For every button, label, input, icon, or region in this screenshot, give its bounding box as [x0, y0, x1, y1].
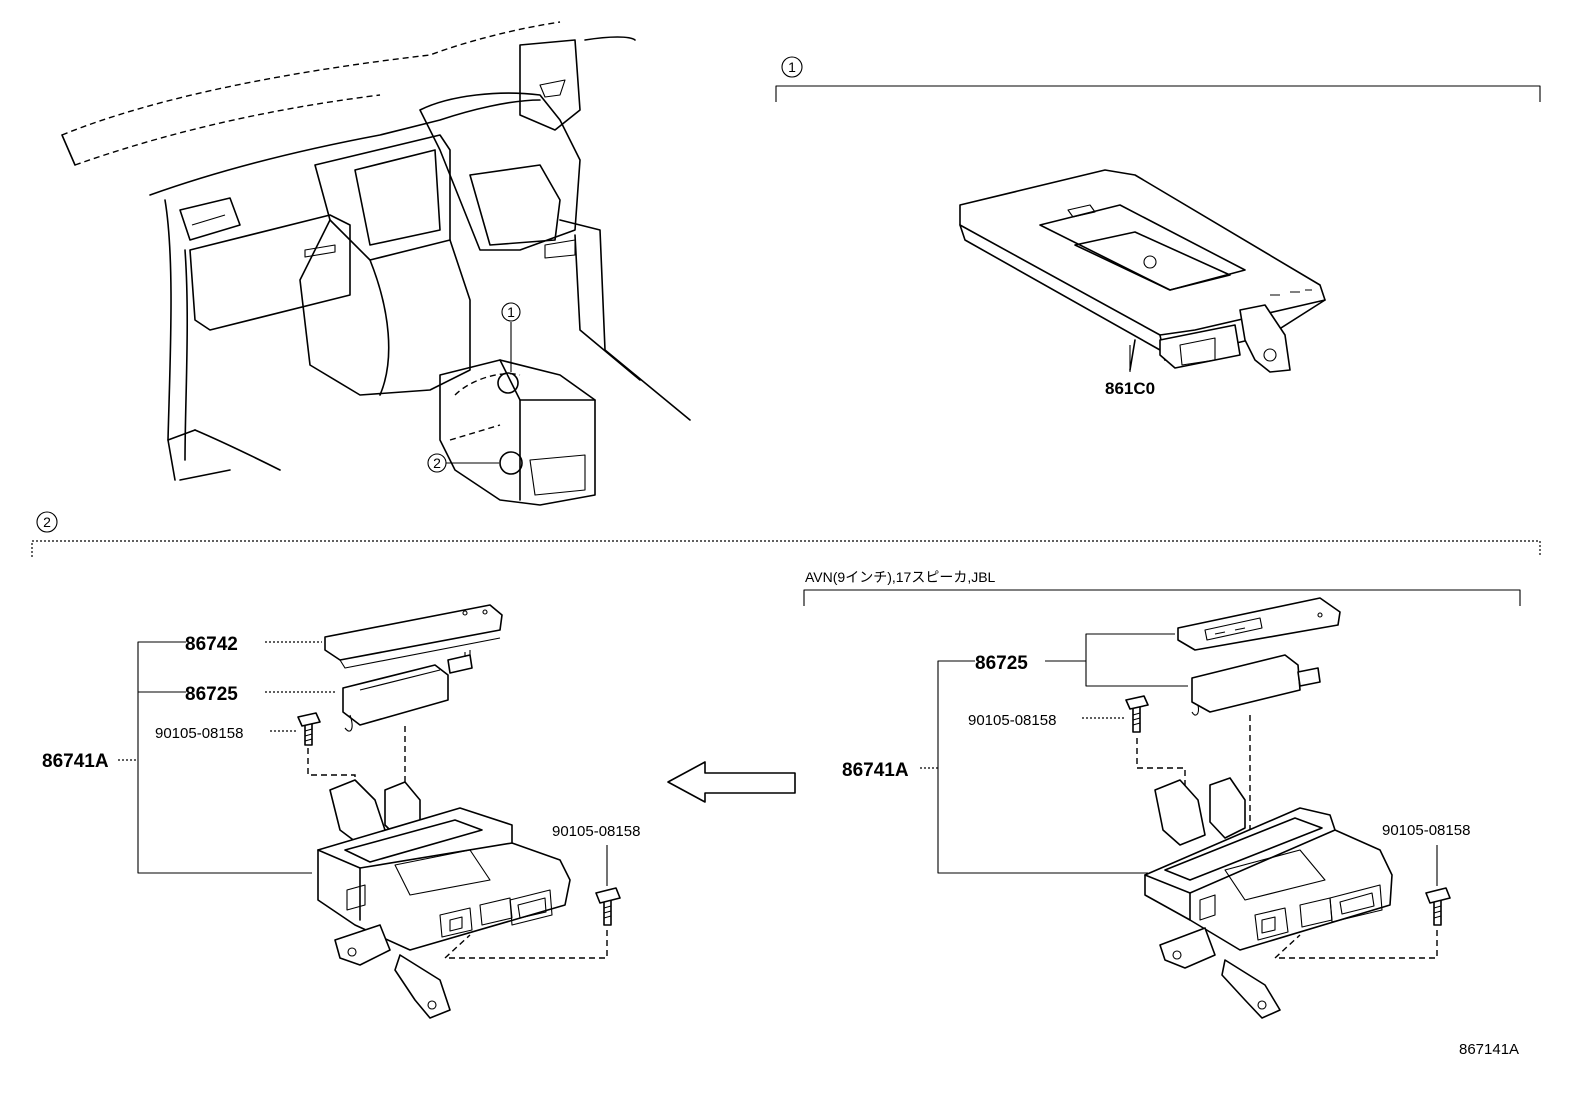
right-screw-upper — [1125, 695, 1149, 733]
direction-arrow — [667, 761, 796, 803]
part-number-861C0: 861C0 — [1105, 379, 1155, 398]
left-assembly: 86742 86725 90105-08158 86741A 90105-081… — [42, 604, 640, 1019]
right-variant-note: AVN(9インチ),17スピーカ,JBL — [805, 569, 996, 585]
overview-marker-1: 1 — [507, 304, 515, 320]
right-assembly: AVN(9インチ),17スピーカ,JBL 86725 90105-08158 8… — [803, 569, 1521, 1019]
left-screw-lower — [595, 887, 621, 926]
section-2-label: 2 — [43, 514, 51, 530]
illustration-code: 867141A — [1459, 1041, 1519, 1058]
right-part-86725-module — [1191, 654, 1321, 716]
left-part-90105-b: 90105-08158 — [552, 823, 640, 840]
right-part-90105-a: 90105-08158 — [968, 712, 1056, 729]
left-part-86741A-unit — [317, 779, 571, 1019]
left-part-86742: 86742 — [185, 634, 238, 655]
left-screw-upper — [297, 712, 321, 746]
right-part-86725: 86725 — [975, 653, 1028, 674]
overview-marker-2: 2 — [433, 455, 441, 471]
left-part-86742-plate — [324, 604, 503, 669]
left-part-86725: 86725 — [185, 684, 238, 705]
right-part-86741A: 86741A — [842, 760, 909, 781]
wireless-charger-861C0 — [959, 169, 1326, 373]
dashboard-overview-illustration: 1 2 — [61, 21, 691, 506]
section-2: 2 — [31, 511, 1541, 557]
section-2-bracket — [31, 540, 1541, 557]
section-1-label: 1 — [788, 59, 796, 75]
section-1-bracket — [775, 85, 1541, 102]
right-screw-lower — [1425, 887, 1451, 926]
right-part-86725-panel — [1177, 597, 1341, 651]
right-part-86741A-unit — [1144, 777, 1393, 1019]
right-variant-bracket — [803, 589, 1521, 606]
left-part-86741A: 86741A — [42, 751, 109, 772]
left-part-90105-a: 90105-08158 — [155, 725, 243, 742]
section-1: 1 861C0 — [775, 56, 1541, 398]
right-part-90105-b: 90105-08158 — [1382, 822, 1470, 839]
left-part-86725-module — [342, 650, 473, 732]
